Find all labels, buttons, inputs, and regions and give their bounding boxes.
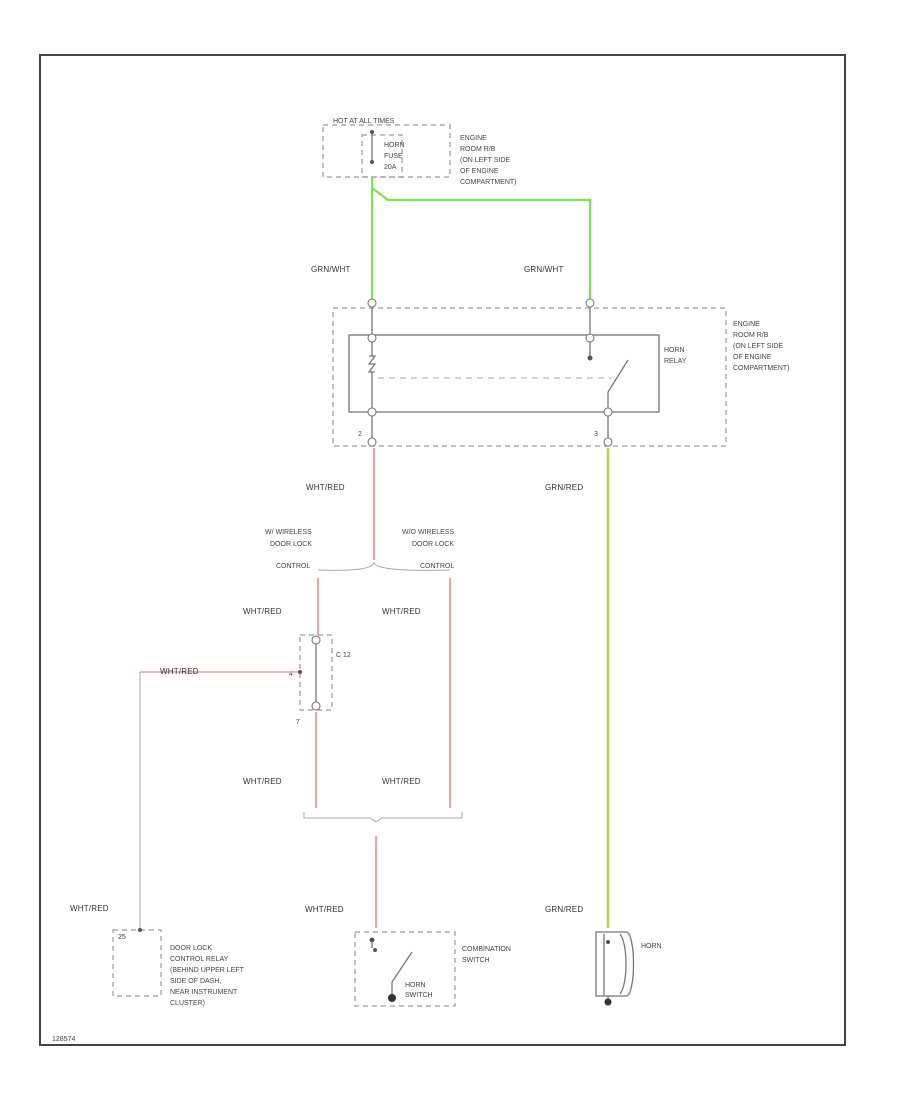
relay-location-2: ROOM R/B: [733, 332, 769, 339]
option-without-3: CONTROL: [420, 563, 454, 570]
door-relay-pin: 25: [118, 934, 126, 941]
fuse-inner-outline: [361, 134, 403, 178]
door-relay-label-6: CLUSTER): [170, 1000, 205, 1007]
option-split-bracket: [317, 561, 451, 571]
wire-label-grn-red-top: GRN/RED: [545, 483, 583, 492]
merge-bracket: [303, 812, 463, 823]
relay-terminal-contact-bottom: [603, 407, 613, 417]
horn-switch-ground: [388, 994, 396, 1002]
wire-label-wht-red-without: WHT/RED: [382, 607, 421, 616]
relay-box-outline: [332, 307, 727, 447]
fuse-location-5: COMPARTMENT): [460, 179, 517, 186]
door-relay-label-1: DOOR LOCK: [170, 945, 212, 952]
connector-label: C 12: [336, 652, 351, 659]
relay-terminal-top-left: [367, 298, 377, 308]
grn-wht-wire: [370, 178, 592, 300]
relay-pin-3: [603, 437, 613, 447]
relay-pin-3-label: 3: [594, 431, 598, 438]
relay-switch-arm: [607, 359, 629, 393]
relay-label-2: RELAY: [664, 358, 687, 365]
relay-label-1: HORN: [664, 347, 685, 354]
fuse-location-1: ENGINE: [460, 135, 487, 142]
relay-pin-2-label: 2: [358, 431, 362, 438]
relay-body: [348, 334, 660, 413]
wire-label-wht-red-low-left: WHT/RED: [243, 777, 282, 786]
relay-location-1: ENGINE: [733, 321, 760, 328]
combo-switch-outline: [354, 931, 456, 1007]
door-relay-outline: [112, 929, 162, 997]
door-lock-control-relay: 25 WHT/RED DOOR LOCK CONTROL RELAY (BEHI…: [70, 904, 245, 1007]
relay-pin-2: [367, 437, 377, 447]
option-without-1: W/O WIRELESS: [402, 529, 454, 536]
connector-pin-a: 4: [289, 671, 293, 678]
fuse-label-2: FUSE: [384, 153, 403, 160]
horn-fuse: HOT AT ALL TIMES HORN FUSE 20A ENGINE RO…: [322, 118, 517, 186]
option-with-1: W/ WIRELESS: [265, 529, 312, 536]
wire-label-wht-red-top: WHT/RED: [306, 483, 345, 492]
combination-switch: COMBINATION SWITCH HORN SWITCH: [354, 931, 511, 1007]
wire-label-wht-red-with: WHT/RED: [243, 607, 282, 616]
fuse-label-3: 20A: [384, 164, 397, 171]
connector-pin-b: 7: [296, 719, 300, 726]
relay-terminal-top-right: [585, 298, 595, 308]
door-relay-label-4: SIDE OF DASH,: [170, 978, 221, 985]
relay-terminal-contact-top: [585, 333, 595, 343]
door-relay-label-3: (BEHIND UPPER LEFT: [170, 967, 245, 974]
wire-label-wht-red-lead: WHT/RED: [160, 667, 199, 676]
wire-label-wht-red-bottom: WHT/RED: [305, 905, 344, 914]
wire-label-wht-red-low-right: WHT/RED: [382, 777, 421, 786]
horn-switch-arm: [391, 951, 413, 983]
option-with-3: CONTROL: [276, 563, 310, 570]
relay-fixed-contact: [587, 355, 593, 361]
fuse-box-outline: [322, 124, 451, 178]
diagram-frame: [39, 54, 846, 1046]
fuse-top-terminal: [370, 130, 374, 134]
fuse-location-2: ROOM R/B: [460, 146, 496, 153]
combo-switch-top-terminal: [369, 937, 375, 943]
wire-label-grn-wht-right: GRN/WHT: [524, 265, 564, 274]
horn: HORN: [595, 931, 662, 1006]
fuse-bottom-terminal: [370, 160, 374, 164]
relay-terminal-coil-top: [367, 333, 377, 343]
horn-relay: 2 3 HORN RELAY ENGINE ROOM R/B (ON LEFT …: [332, 298, 790, 447]
relay-location-4: OF ENGINE: [733, 354, 772, 361]
relay-coil: [367, 342, 377, 408]
door-relay-terminal: [138, 928, 142, 932]
fuse-location-3: (ON LEFT SIDE: [460, 157, 510, 164]
door-relay-label-2: CONTROL RELAY: [170, 956, 229, 963]
connector-c12: C 12 4 7: [289, 634, 351, 726]
wire-label-grn-red-bottom: GRN/RED: [545, 905, 583, 914]
horn-switch-label-2: SWITCH: [405, 992, 433, 999]
connector-terminal-bottom: [311, 701, 321, 711]
horn-bell-line: [619, 933, 627, 995]
fuse-header: HOT AT ALL TIMES: [333, 118, 395, 125]
horn-label: HORN: [641, 943, 662, 950]
relay-location-5: COMPARTMENT): [733, 365, 790, 372]
fuse-label-1: HORN: [384, 142, 405, 149]
horn-terminal: [606, 940, 610, 944]
wire-label-wht-red-far: WHT/RED: [70, 904, 109, 913]
combo-switch-label-1: COMBINATION: [462, 946, 511, 953]
diagram-code: 128574: [52, 1036, 75, 1043]
option-without-2: DOOR LOCK: [412, 541, 454, 548]
relay-terminal-coil-bottom: [367, 407, 377, 417]
wire-label-grn-wht-left: GRN/WHT: [311, 265, 351, 274]
connector-terminal-top: [311, 635, 321, 645]
combo-switch-label-2: SWITCH: [462, 957, 490, 964]
connector-tap: [298, 670, 302, 674]
fuse-location-4: OF ENGINE: [460, 168, 499, 175]
combo-switch-contact: [373, 948, 377, 952]
door-relay-label-5: NEAR INSTRUMENT: [170, 989, 238, 996]
option-with-2: DOOR LOCK: [270, 541, 312, 548]
horn-ground: [604, 998, 612, 1006]
relay-location-3: (ON LEFT SIDE: [733, 343, 783, 350]
horn-body: [595, 931, 635, 997]
horn-switch-label-1: HORN: [405, 982, 426, 989]
